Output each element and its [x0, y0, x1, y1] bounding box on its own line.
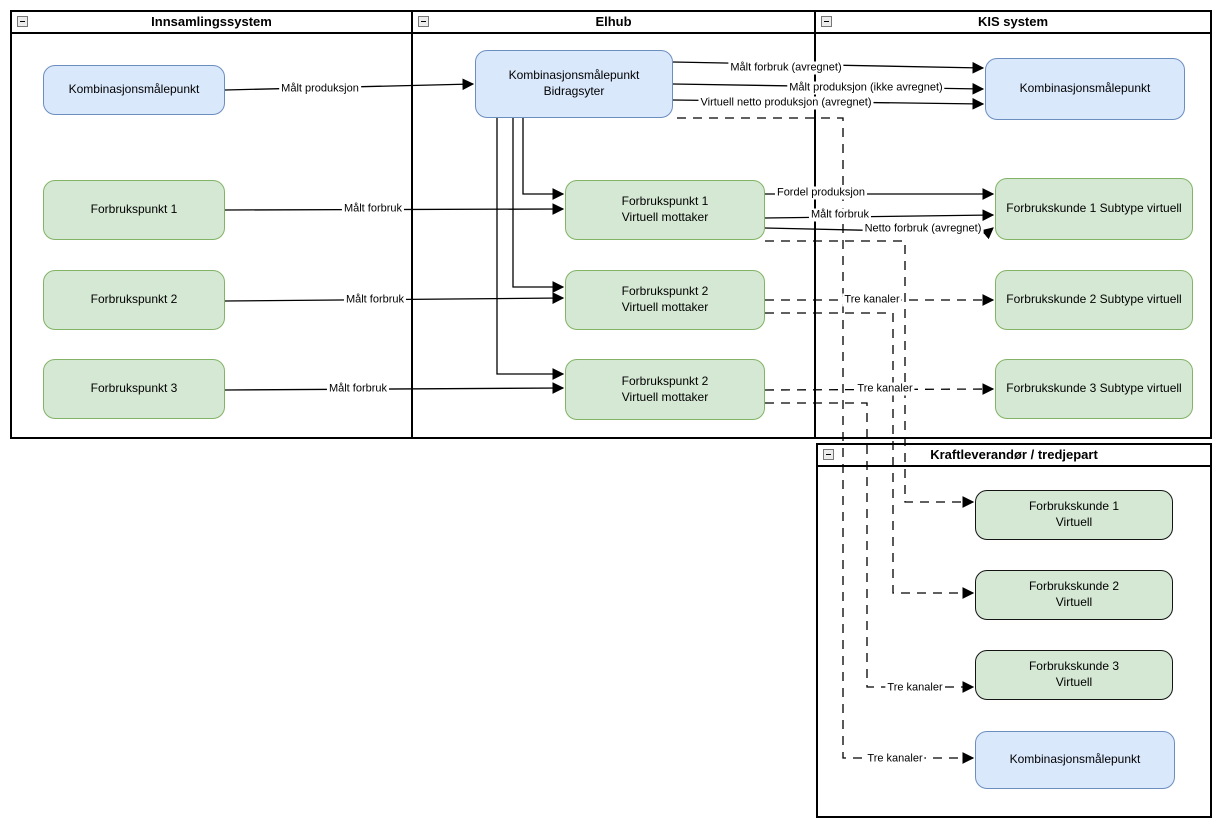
edge-label-netto-forbruk-avregnet: Netto forbruk (avregnet) [862, 222, 984, 236]
node-elhub-forbrukspunkt-1-virtuell-mottaker[interactable]: Forbrukspunkt 1 Virtuell mottaker [565, 180, 765, 240]
node-kraft-forbrukskunde-2-virtuell[interactable]: Forbrukskunde 2 Virtuell [975, 570, 1173, 620]
edge-label-virtuell-netto-produksjon: Virtuell netto produksjon (avregnet) [698, 96, 874, 110]
edge-label-tre-kanaler-kis-2: Tre kanaler [842, 293, 902, 307]
container-header[interactable]: Elhub [413, 12, 814, 34]
node-innsamling-forbrukspunkt-3[interactable]: Forbrukspunkt 3 [43, 359, 225, 419]
edge-label-malt-forbruk-2: Målt forbruk [343, 293, 407, 307]
container-title: Elhub [595, 14, 632, 29]
container-header[interactable]: Innsamlingssystem [12, 12, 411, 34]
container-title: KIS system [977, 14, 1049, 29]
container-title: Innsamlingssystem [151, 14, 272, 29]
collapse-icon[interactable] [17, 16, 28, 27]
node-elhub-forbrukspunkt-3-virtuell-mottaker[interactable]: Forbrukspunkt 2 Virtuell mottaker [565, 359, 765, 420]
node-elhub-forbrukspunkt-2-virtuell-mottaker[interactable]: Forbrukspunkt 2 Virtuell mottaker [565, 270, 765, 330]
edge-label-malt-forbruk-kis: Målt forbruk [808, 208, 872, 222]
node-kraft-kombinasjonsmalepunkt[interactable]: Kombinasjonsmålepunkt [975, 731, 1175, 789]
edge-label-malt-forbruk-avregnet: Målt forbruk (avregnet) [728, 61, 844, 75]
node-kis-forbrukskunde-3-subtype-virtuell[interactable]: Forbrukskunde 3 Subtype virtuell [995, 359, 1193, 419]
node-innsamling-forbrukspunkt-2[interactable]: Forbrukspunkt 2 [43, 270, 225, 330]
container-title: Kraftleverandør / tredjepart [930, 447, 1098, 462]
edge-label-malt-produksjon-ikke-avregnet: Målt produksjon (ikke avregnet) [787, 81, 945, 95]
edge-label-malt-produksjon: Målt produksjon [279, 82, 361, 96]
collapse-icon[interactable] [821, 16, 832, 27]
collapse-icon[interactable] [418, 16, 429, 27]
edge-label-tre-kanaler-kraft-3: Tre kanaler [885, 681, 945, 695]
edge-label-tre-kanaler-kis-3: Tre kanaler [855, 382, 915, 396]
edge-label-tre-kanaler-kraft-kombi: Tre kanaler [865, 752, 925, 766]
edge-label-malt-forbruk-1: Målt forbruk [341, 202, 405, 216]
container-header[interactable]: Kraftleverandør / tredjepart [818, 445, 1210, 467]
edge-label-malt-forbruk-3: Målt forbruk [326, 382, 390, 396]
node-innsamling-forbrukspunkt-1[interactable]: Forbrukspunkt 1 [43, 180, 225, 240]
node-elhub-kombinasjonsmalepunkt-bidragsyter[interactable]: Kombinasjonsmålepunkt Bidragsyter [475, 50, 673, 118]
node-kis-forbrukskunde-2-subtype-virtuell[interactable]: Forbrukskunde 2 Subtype virtuell [995, 270, 1193, 330]
node-kraft-forbrukskunde-3-virtuell[interactable]: Forbrukskunde 3 Virtuell [975, 650, 1173, 700]
node-innsamling-kombinasjonsmalepunkt[interactable]: Kombinasjonsmålepunkt [43, 65, 225, 115]
container-header[interactable]: KIS system [816, 12, 1210, 34]
node-kraft-forbrukskunde-1-virtuell[interactable]: Forbrukskunde 1 Virtuell [975, 490, 1173, 540]
edge-label-fordel-produksjon: Fordel produksjon [774, 186, 868, 200]
node-kis-forbrukskunde-1-subtype-virtuell[interactable]: Forbrukskunde 1 Subtype virtuell [995, 178, 1193, 240]
node-kis-kombinasjonsmalepunkt[interactable]: Kombinasjonsmålepunkt [985, 58, 1185, 120]
